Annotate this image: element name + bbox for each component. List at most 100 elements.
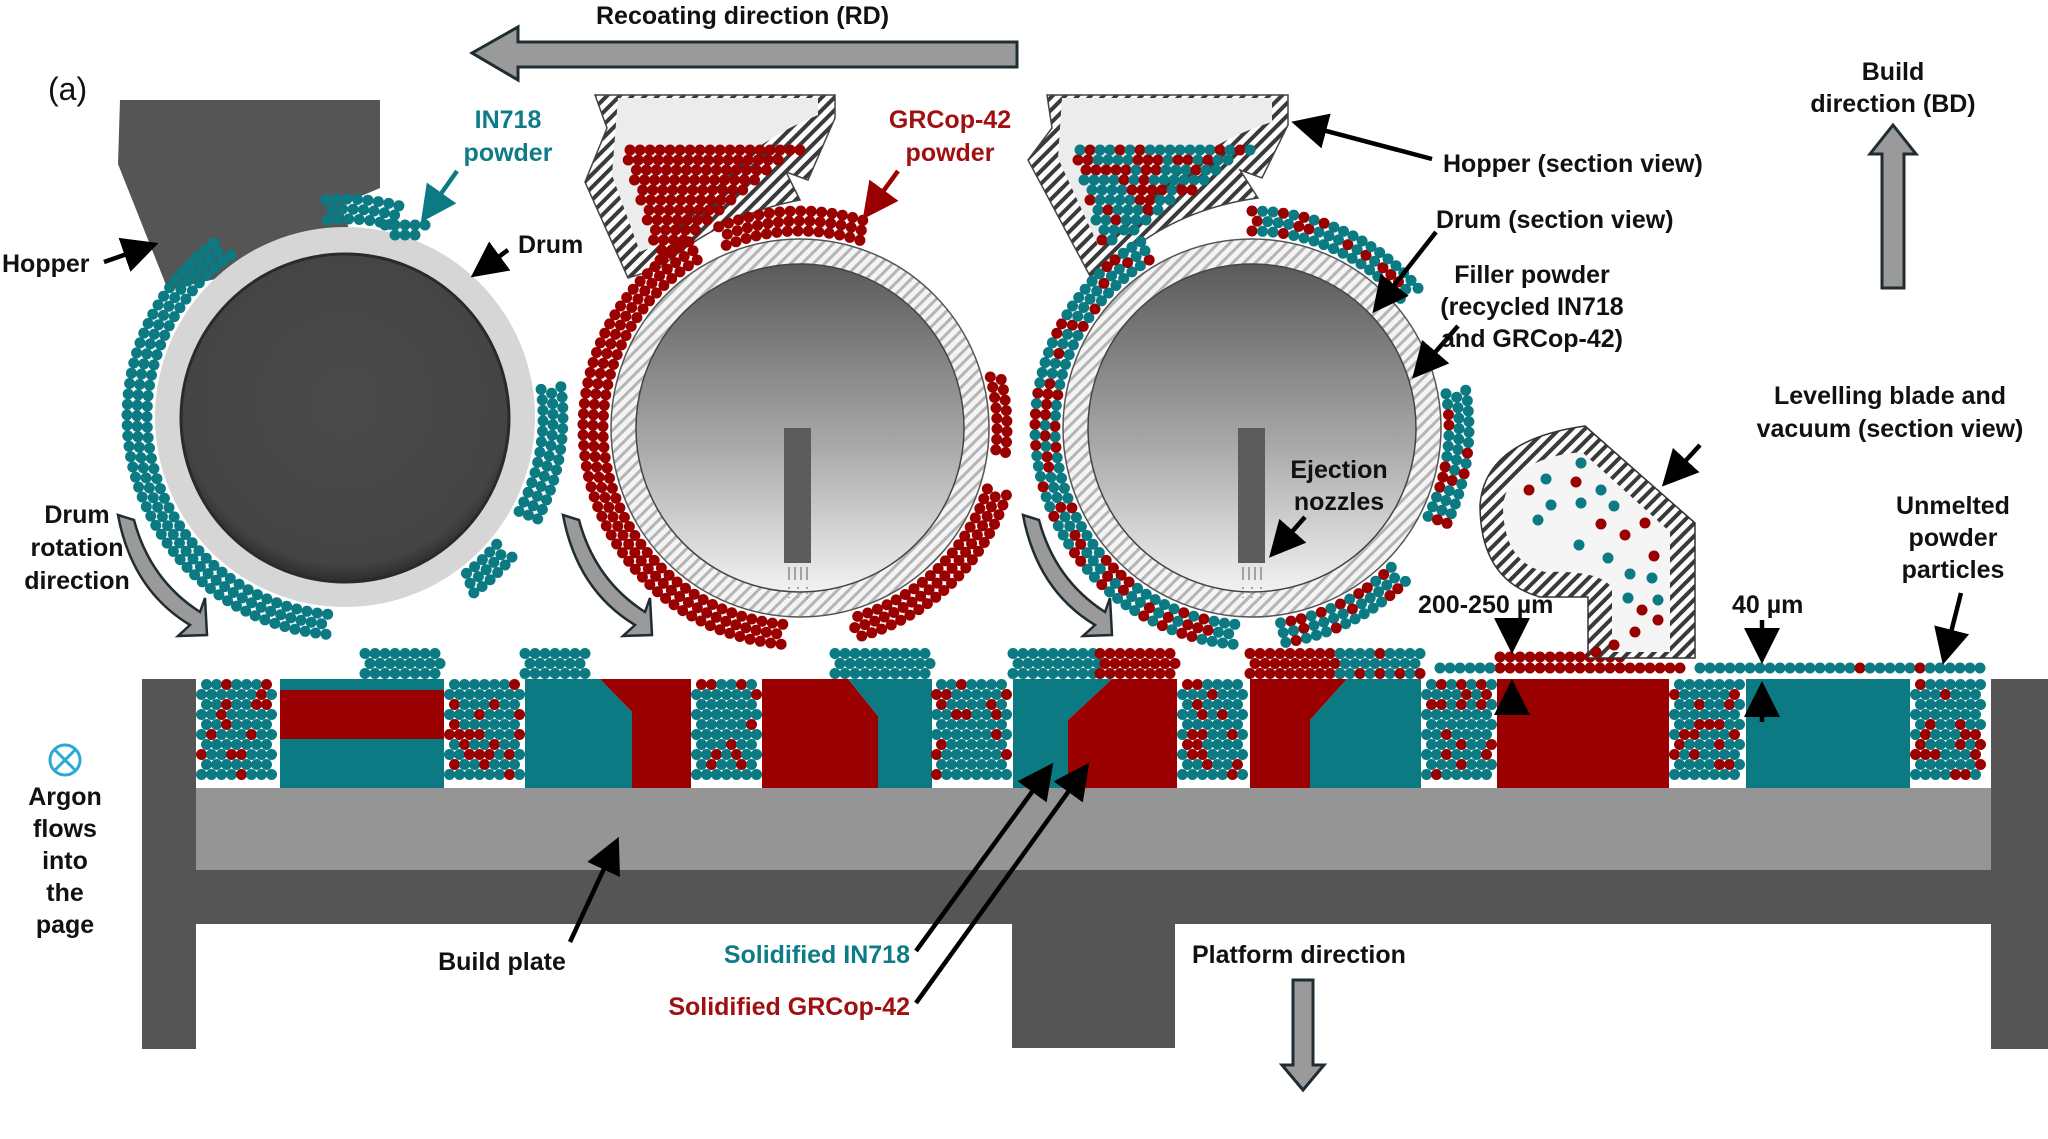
hopper-particle <box>630 164 642 176</box>
deposited-particle <box>1379 658 1391 669</box>
powder-particle <box>976 759 987 770</box>
drum-coating-particle <box>691 254 703 266</box>
powder-particle <box>1744 662 1756 674</box>
drum-coating-particle <box>723 217 734 229</box>
powder-particle <box>1704 699 1715 710</box>
powder-particle <box>1729 709 1740 720</box>
powder-particle <box>1965 739 1976 750</box>
powder-particle <box>449 739 460 750</box>
powder-particle <box>211 739 222 750</box>
powder-particle <box>966 679 977 690</box>
drum-coating-particle <box>597 420 609 432</box>
drum-coating-particle <box>752 219 764 231</box>
drum-coating-particle <box>202 568 214 580</box>
powder-particle <box>1182 719 1193 730</box>
powder-particle <box>1177 769 1188 780</box>
deposited-particle <box>1274 648 1286 659</box>
drum-coating-particle <box>131 347 143 359</box>
powder-particle <box>1446 679 1457 690</box>
deposited-particle <box>829 668 841 679</box>
powder-particle <box>1446 759 1457 770</box>
drum-coating-particle <box>904 609 916 621</box>
hopper-particle <box>1174 144 1186 156</box>
powder-particle <box>1624 662 1636 674</box>
powder-particle <box>1714 699 1725 710</box>
hopper-particle <box>1074 144 1086 156</box>
drum-coating-particle <box>196 576 208 588</box>
drum-section-label: Drum (section view) <box>1436 206 1674 234</box>
drum-coating-particle <box>1123 576 1135 588</box>
hopper-particle <box>1152 204 1164 216</box>
hopper-particle <box>666 244 678 256</box>
drum-coating-particle <box>878 611 890 623</box>
powder-particle <box>216 769 227 780</box>
powder-particle <box>201 719 212 730</box>
powder-particle <box>1212 699 1223 710</box>
deposited-particle <box>359 668 371 679</box>
drum-coating-particle <box>488 556 500 568</box>
powder-particle <box>1471 709 1482 720</box>
filler-label-2: (recycled IN718 <box>1440 293 1624 321</box>
powder-particle <box>1237 689 1248 700</box>
drum-coating-particle <box>985 501 997 513</box>
powder-particle <box>1965 759 1976 770</box>
hopper-particle <box>653 204 665 216</box>
powder-particle <box>1774 662 1786 674</box>
powder-particle <box>1834 662 1846 674</box>
drum-coating-particle <box>960 562 972 574</box>
deposited-particle <box>1037 648 1049 659</box>
hopper-particle <box>699 174 710 186</box>
hopper-particle <box>1118 174 1130 186</box>
drum-coating-particle <box>154 483 166 495</box>
powder-particle <box>1197 749 1208 760</box>
deposited-particle <box>429 668 441 679</box>
drum-coating-particle <box>1044 501 1056 513</box>
drum-coating-particle <box>731 225 743 237</box>
powder-particle <box>1709 689 1720 700</box>
drum-coating-particle <box>984 528 996 539</box>
powder-particle <box>1954 662 1966 674</box>
powder-particle <box>1734 739 1745 750</box>
drum-coating-particle <box>629 530 641 541</box>
deposited-particle <box>1354 668 1366 679</box>
drum-coating-particle <box>1053 348 1065 359</box>
deposited-particle <box>519 648 531 659</box>
drum-coating-particle <box>1344 593 1356 605</box>
deposited-particle <box>1394 648 1406 659</box>
deposited-particle <box>1284 668 1296 679</box>
drum-coating-particle <box>1122 257 1134 269</box>
deposited-particle <box>374 658 386 669</box>
deposited-particle <box>1254 668 1266 679</box>
drum-coating-particle <box>762 218 774 229</box>
powder-particle <box>499 699 510 710</box>
powder-particle <box>996 699 1007 710</box>
hopper-particle <box>680 164 692 176</box>
drum-coating-particle <box>464 577 476 589</box>
powder-particle <box>1441 729 1452 740</box>
drum-coating-particle <box>535 480 547 492</box>
drum-coating-particle <box>587 357 599 368</box>
drum-coating-particle <box>372 196 384 208</box>
drum-coating-particle <box>1277 627 1289 639</box>
powder-particle <box>1970 769 1981 780</box>
unmelted-label-2: powder <box>1909 524 1998 552</box>
drum-coating-particle <box>666 273 678 284</box>
drum-coating-particle <box>665 584 677 596</box>
drum-coating-particle <box>125 451 137 463</box>
powder-particle <box>216 709 227 720</box>
powder-particle <box>701 689 712 700</box>
powder-particle <box>1970 729 1981 740</box>
powder-particle <box>736 759 747 770</box>
drum-coating-particle <box>1227 638 1239 650</box>
powder-particle <box>241 719 252 730</box>
powder-particle <box>726 759 737 770</box>
drum-coating-particle <box>1458 468 1470 480</box>
powder-particle <box>1594 662 1606 674</box>
powder-particle <box>1421 689 1432 700</box>
drum-coating-particle <box>626 302 638 313</box>
powder-particle <box>206 689 217 700</box>
drum-coating-particle <box>1463 426 1475 438</box>
hopper-particle <box>1094 194 1106 206</box>
powder-particle <box>1719 709 1730 720</box>
drum-coating-particle <box>1384 590 1396 602</box>
